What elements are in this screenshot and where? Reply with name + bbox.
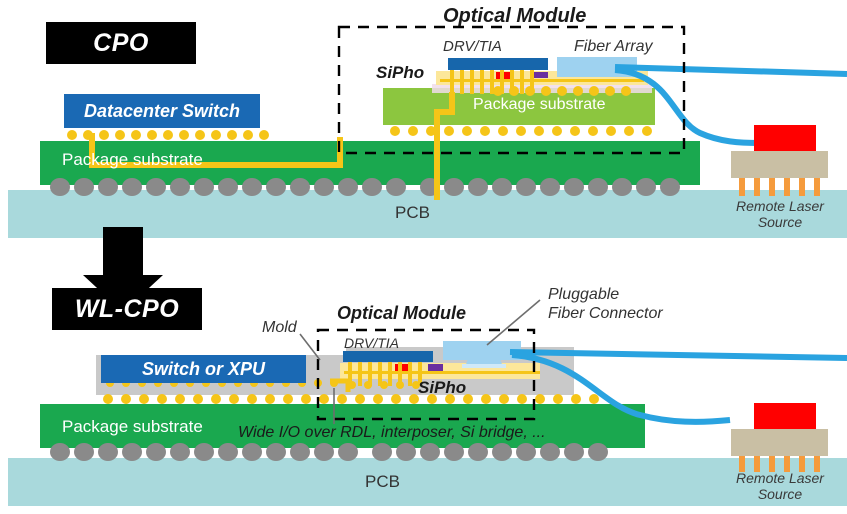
laser-package-top	[731, 151, 828, 178]
pcb-bottom	[8, 458, 847, 506]
fiber-to-laser-top	[614, 67, 761, 146]
datacenter-switch-label: Datacenter Switch	[83, 100, 241, 121]
pcb-label-bottom: PCB	[365, 472, 400, 491]
detector-purple-bottom	[428, 364, 443, 371]
laser-pins-bottom	[739, 456, 820, 472]
pillars-drvtia-top	[450, 70, 534, 94]
datacenter-switch-block: Datacenter Switch	[64, 94, 260, 128]
badge-wlcpo-label: WL-CPO	[74, 294, 180, 323]
package-substrate-label-bottom: Package substrate	[62, 417, 203, 436]
modulator-red-top	[496, 72, 514, 79]
laser-diode-bottom	[754, 403, 816, 429]
solder-balls-top	[50, 178, 680, 196]
sipho-waveguide-bottom	[344, 371, 540, 374]
laser-label-top: Remote Laser Source	[736, 198, 824, 230]
pluggable-connector-block	[443, 341, 521, 360]
badge-cpo: CPO	[46, 22, 196, 64]
microbumps-mold-bottom	[103, 394, 599, 404]
sipho-label-top: SiPho	[376, 63, 425, 82]
fiber-straight-bottom	[509, 349, 847, 361]
laser-diode-top	[754, 125, 816, 151]
laser-label-bottom: Remote Laser Source	[736, 470, 824, 502]
microbumps-sipho-top	[493, 86, 631, 96]
optical-module-boundary-top	[337, 25, 686, 155]
via-module-top	[434, 92, 455, 200]
pillars-drvtia-bottom	[348, 362, 422, 386]
drv-tia-label-top: DRV/TIA	[443, 38, 502, 55]
switch-xpu-block: Switch or XPU	[101, 355, 306, 383]
drv-tia-label-bottom: DRV/TIA	[344, 335, 399, 351]
module-substrate-label-top: Package substrate	[473, 96, 606, 113]
pcb-top	[8, 190, 847, 238]
laser-package-bottom	[731, 429, 828, 456]
switch-xpu-label: Switch or XPU	[141, 358, 266, 379]
microbumps-switch-top	[67, 130, 269, 140]
optical-module-title-bottom: Optical Module	[337, 303, 467, 323]
badge-wlcpo: WL-CPO	[52, 288, 202, 330]
drv-tia-die-top	[448, 58, 548, 70]
rdl-trace-bottom	[330, 378, 351, 392]
package-substrate-label-top: Package substrate	[62, 150, 203, 169]
wide-io-label: Wide I/O over RDL, interposer, Si bridge…	[238, 424, 546, 441]
fiber-array-label-top: Fiber Array	[574, 38, 653, 55]
pluggable-connector-label: Pluggable Fiber Connector	[548, 286, 663, 322]
drv-tia-die-bottom	[343, 351, 433, 362]
optical-module-title-top: Optical Module	[443, 5, 587, 27]
package-substrate-bottom	[40, 404, 645, 448]
pcb-label-top: PCB	[395, 203, 430, 222]
modulator-red-bottom	[395, 364, 412, 371]
detector-purple-top	[532, 72, 548, 78]
fiber-straight-top	[614, 64, 847, 77]
connector-leader-line	[486, 299, 541, 346]
sipho-label-bottom: SiPho	[418, 378, 467, 397]
sipho-waveguide-top	[440, 79, 644, 82]
microbumps-module-bottom-top	[390, 126, 652, 136]
mold-leader-line	[299, 333, 321, 361]
coupler-base-bottom	[462, 364, 506, 368]
laser-pins-top	[739, 178, 820, 196]
mold-label: Mold	[262, 319, 297, 336]
solder-balls-bottom	[50, 443, 608, 461]
badge-cpo-label: CPO	[93, 28, 149, 57]
fiber-to-laser-bottom	[511, 352, 731, 425]
